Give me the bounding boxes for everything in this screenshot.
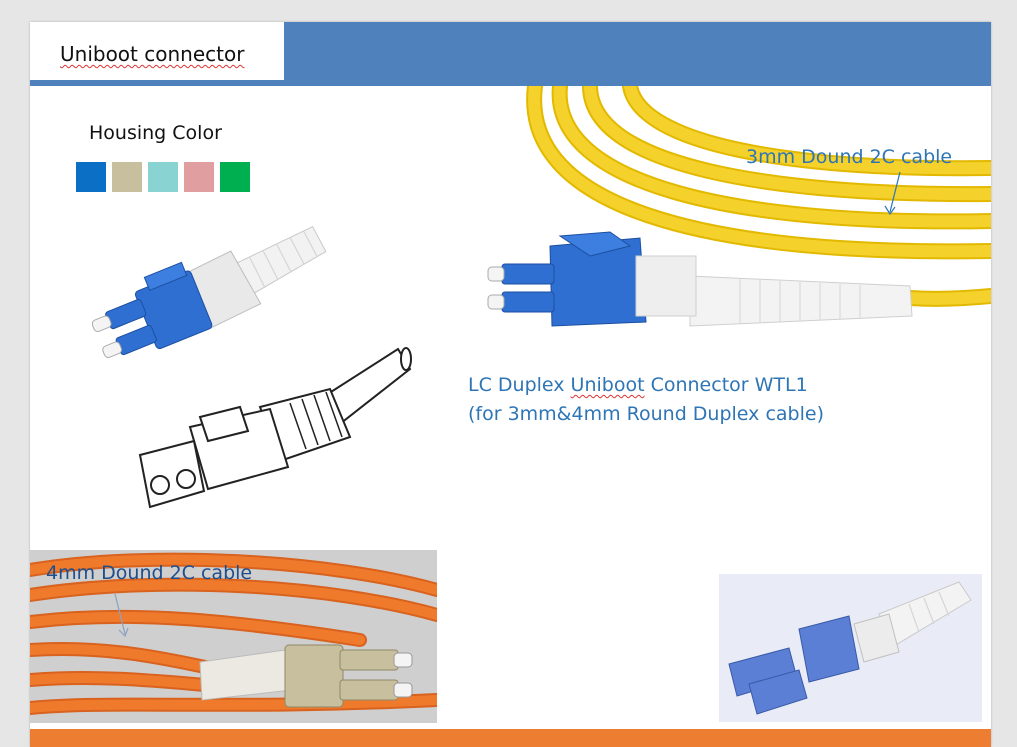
caption-line-2: (for 3mm&4mm Round Duplex cable) bbox=[468, 403, 824, 425]
slide-title: Uniboot connector bbox=[60, 42, 245, 66]
swatch-aqua bbox=[148, 162, 178, 192]
swatch-green bbox=[220, 162, 250, 192]
swatch-blue bbox=[76, 162, 106, 192]
orange-cable-photo bbox=[30, 550, 437, 723]
swatch-beige bbox=[112, 162, 142, 192]
cable-label-4mm: 4mm Dound 2C cable bbox=[46, 562, 253, 584]
blue-connector-image bbox=[91, 226, 327, 358]
housing-color-label: Housing Color bbox=[89, 122, 222, 144]
footer-band bbox=[30, 729, 991, 747]
caption-line-1: LC Duplex Uniboot Connector WTL1 bbox=[468, 374, 808, 396]
swatch-pink bbox=[184, 162, 214, 192]
arrow-3mm bbox=[884, 171, 901, 216]
title-box: Uniboot connector bbox=[30, 22, 284, 80]
arrow-4mm bbox=[114, 593, 129, 638]
housing-color-swatches bbox=[76, 162, 250, 192]
yellow-cable-photo bbox=[440, 86, 991, 356]
slide: Uniboot connector Housing Color bbox=[30, 22, 991, 747]
cable-label-3mm: 3mm Dound 2C cable bbox=[746, 146, 953, 168]
connector-parts-photo bbox=[719, 574, 982, 722]
connector-caption: LC Duplex Uniboot Connector WTL1 (for 3m… bbox=[468, 371, 824, 429]
connector-line-drawing bbox=[138, 347, 412, 509]
